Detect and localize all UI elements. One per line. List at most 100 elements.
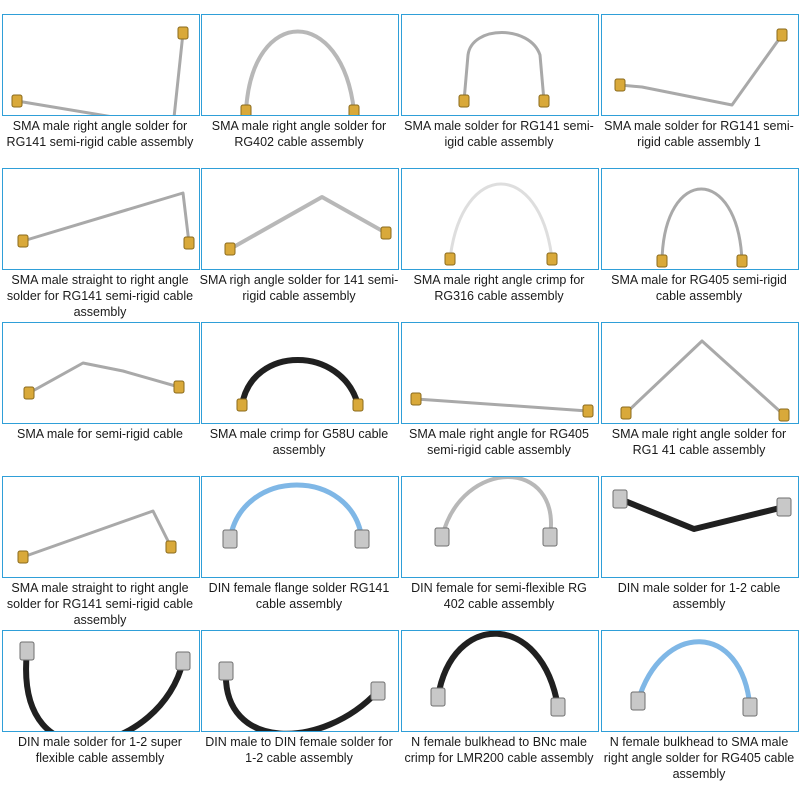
product-image[interactable] <box>401 14 599 116</box>
product-caption[interactable]: SMA male right angle solder for RG141 se… <box>6 119 194 149</box>
connector-right <box>776 28 788 42</box>
product-caption[interactable]: DIN male to DIN female solder for 1-2 ca… <box>205 735 393 765</box>
product-caption[interactable]: SMA male right angle for RG405 semi-rigi… <box>409 427 589 457</box>
product-caption[interactable]: DIN male solder for 1-2 cable assembly <box>617 581 781 611</box>
product-card[interactable]: SMA righ angle solder for 141 semi-rigid… <box>199 168 399 316</box>
product-card[interactable]: SMA male right angle solder for RG141 se… <box>2 14 200 162</box>
connector-left <box>410 392 422 406</box>
rigid-cable-icon <box>17 191 195 250</box>
flexible-cable-icon <box>444 182 558 266</box>
connector-right <box>550 697 566 717</box>
connector-left <box>17 234 29 248</box>
product-card[interactable]: N female bulkhead to SMA male right angl… <box>601 630 799 781</box>
connector-left <box>614 78 626 92</box>
product-card[interactable]: DIN male solder for 1-2 cable assembly <box>601 476 799 624</box>
product-image[interactable] <box>401 168 599 270</box>
connector-left <box>23 386 35 400</box>
product-caption[interactable]: SMA male right angle solder for RG1 41 c… <box>611 427 787 457</box>
cable-line <box>228 195 388 251</box>
product-image[interactable] <box>401 630 599 732</box>
connector-left <box>430 687 446 707</box>
connector-left <box>458 94 470 108</box>
cable-line <box>635 639 753 710</box>
connector-right <box>348 104 360 115</box>
braided-cable-icon <box>240 29 360 115</box>
cable-line <box>624 339 786 417</box>
blue-cable-icon <box>630 639 758 717</box>
connector-left <box>612 489 628 509</box>
product-card[interactable]: N female bulkhead to BNc male crimp for … <box>401 630 599 778</box>
product-image[interactable] <box>2 476 200 578</box>
product-image[interactable] <box>401 476 599 578</box>
product-card[interactable]: SMA male for semi-rigid cable <box>2 322 200 470</box>
cable-line <box>15 31 185 115</box>
connector-left <box>630 691 646 711</box>
braided-cable-icon <box>224 195 392 256</box>
product-caption[interactable]: SMA male for semi-rigid cable <box>16 427 184 441</box>
product-caption[interactable]: SMA male crimp for G58U cable assembly <box>209 427 389 457</box>
product-caption[interactable]: DIN male solder for 1-2 super flexible c… <box>18 735 182 765</box>
connector-left <box>656 254 668 268</box>
product-image[interactable] <box>201 14 399 116</box>
connector-left <box>224 242 236 256</box>
product-card[interactable]: SMA male right angle crimp for RG316 cab… <box>401 168 599 316</box>
product-caption[interactable]: N female bulkhead to BNc male crimp for … <box>404 735 594 765</box>
product-image[interactable] <box>2 168 200 270</box>
connector-right <box>778 408 790 422</box>
product-caption[interactable]: SMA male straight to right angle solder … <box>6 273 194 319</box>
product-image[interactable] <box>201 630 399 732</box>
product-caption[interactable]: SMA male right angle solder for RG402 ca… <box>211 119 387 149</box>
rigid-cable-icon <box>410 392 594 418</box>
connector-right <box>352 398 364 412</box>
cable-line <box>27 361 181 395</box>
product-card[interactable]: SMA male solder for RG141 semi-igid cabl… <box>401 14 599 162</box>
product-image[interactable] <box>601 14 799 116</box>
product-image[interactable] <box>201 476 399 578</box>
product-caption[interactable]: SMA male solder for RG141 semi-igid cabl… <box>404 119 594 149</box>
product-card[interactable]: SMA male right angle solder for RG1 41 c… <box>601 322 799 470</box>
product-image[interactable] <box>201 168 399 270</box>
product-caption[interactable]: N female bulkhead to SMA male right angl… <box>603 735 795 781</box>
connector-left <box>19 641 35 661</box>
cable-line <box>244 29 356 113</box>
product-card[interactable]: DIN male to DIN female solder for 1-2 ca… <box>201 630 399 778</box>
rigid-cable-icon <box>458 31 550 108</box>
cable-line <box>414 397 590 413</box>
product-image[interactable] <box>2 14 200 116</box>
product-caption[interactable]: DIN female flange solder RG141 cable ass… <box>208 581 390 611</box>
product-image[interactable] <box>201 322 399 424</box>
product-card[interactable]: SMA male for RG405 semi-rigid cable asse… <box>601 168 799 316</box>
product-card[interactable]: SMA male solder for RG141 semi-rigid cab… <box>601 14 799 162</box>
connector-right <box>736 254 748 268</box>
connector-left <box>222 529 238 549</box>
rigid-cable-icon <box>656 187 748 268</box>
product-card[interactable]: DIN female for semi-flexible RG 402 cabl… <box>401 476 599 624</box>
product-image[interactable] <box>601 476 799 578</box>
black-cable-icon <box>612 489 792 532</box>
product-card[interactable]: SMA male straight to right angle solder … <box>2 476 200 627</box>
product-card[interactable]: DIN male solder for 1-2 super flexible c… <box>2 630 200 778</box>
cable-line <box>462 31 546 103</box>
product-caption[interactable]: SMA male solder for RG141 semi-rigid cab… <box>604 119 794 149</box>
product-image[interactable] <box>601 630 799 732</box>
braided-cable-icon <box>434 477 558 547</box>
product-caption[interactable]: DIN female for semi-flexible RG 402 cabl… <box>411 581 587 611</box>
rigid-cable-icon <box>620 339 790 422</box>
product-card[interactable]: DIN female flange solder RG141 cable ass… <box>201 476 399 624</box>
connector-right <box>380 226 392 240</box>
product-image[interactable] <box>2 322 200 424</box>
product-card[interactable]: SMA male crimp for G58U cable assembly <box>201 322 399 470</box>
product-image[interactable] <box>601 322 799 424</box>
product-image[interactable] <box>601 168 799 270</box>
product-image[interactable] <box>2 630 200 732</box>
product-image[interactable] <box>401 322 599 424</box>
connector-right <box>370 681 386 701</box>
product-caption[interactable]: SMA righ angle solder for 141 semi-rigid… <box>199 273 399 303</box>
product-caption[interactable]: SMA male straight to right angle solder … <box>6 581 194 627</box>
product-card[interactable]: SMA male right angle for RG405 semi-rigi… <box>401 322 599 470</box>
product-caption[interactable]: SMA male for RG405 semi-rigid cable asse… <box>611 273 787 303</box>
cable-line <box>222 668 381 731</box>
product-caption[interactable]: SMA male right angle crimp for RG316 cab… <box>413 273 585 303</box>
product-card[interactable]: SMA male straight to right angle solder … <box>2 168 200 319</box>
product-card[interactable]: SMA male right angle solder for RG402 ca… <box>201 14 399 162</box>
